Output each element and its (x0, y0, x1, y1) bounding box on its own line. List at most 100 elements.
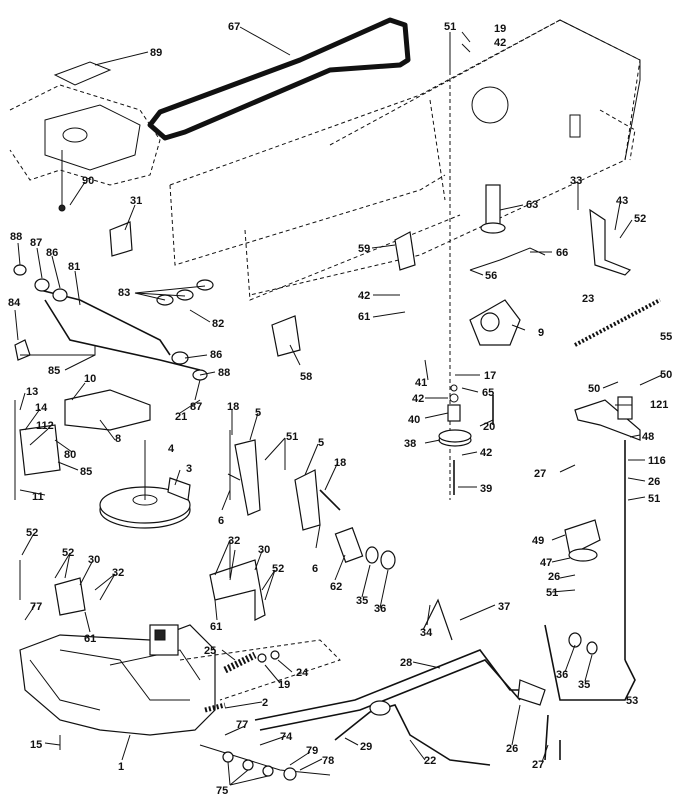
callout: 74 (280, 731, 293, 743)
callout: 112 (36, 420, 54, 432)
callout: 51 (286, 431, 298, 443)
callout: 52 (634, 213, 646, 225)
callout: 25 (204, 645, 216, 657)
callout: 61 (84, 633, 96, 645)
callout: 59 (358, 243, 370, 255)
callout: 29 (360, 741, 372, 753)
callout: 15 (30, 739, 42, 751)
callout: 26 (506, 743, 518, 755)
callout: 35 (356, 595, 368, 607)
callout: 61 (210, 621, 222, 633)
callout: 121 (650, 399, 668, 411)
callout: 85 (48, 365, 60, 377)
callout: 78 (322, 755, 334, 767)
callout: 1 (118, 761, 124, 773)
callout: 32 (112, 567, 124, 579)
callout: 67 (228, 21, 240, 33)
callout: 42 (358, 290, 370, 302)
callout: 43 (616, 195, 628, 207)
callout: 89 (150, 47, 162, 59)
callout: 37 (498, 601, 510, 613)
callout: 35 (578, 679, 590, 691)
callout: 86 (46, 247, 58, 259)
callout: 62 (330, 581, 342, 593)
center-brackets (229, 430, 396, 570)
callout: 77 (236, 719, 248, 731)
springs (204, 650, 280, 713)
callout: 58 (300, 371, 312, 383)
callout-labels: 89 67 51 19 42 90 31 63 33 43 52 88 87 8… (8, 21, 672, 797)
drive-belt (147, 17, 411, 141)
callout: 65 (482, 387, 494, 399)
callout: 14 (35, 402, 48, 414)
callout: 86 (210, 349, 222, 361)
callout: 3 (186, 463, 192, 475)
callout: 23 (582, 293, 594, 305)
callout: 27 (534, 468, 546, 480)
callout: 52 (272, 563, 284, 575)
callout: 42 (480, 447, 492, 459)
callout: 79 (306, 745, 318, 757)
callout: 61 (358, 311, 370, 323)
callout: 75 (216, 785, 228, 797)
callout: 50 (588, 383, 600, 395)
callout: 50 (660, 369, 672, 381)
callout: 42 (494, 37, 506, 49)
callout: 32 (228, 535, 240, 547)
callout: 47 (540, 557, 552, 569)
callout: 6 (218, 515, 224, 527)
callout: 11 (32, 491, 44, 503)
callout: 2 (262, 697, 268, 709)
transaxle (19, 624, 341, 750)
callout: 63 (526, 199, 538, 211)
callout: 27 (532, 759, 544, 771)
callout: 81 (68, 261, 80, 273)
callout: 116 (648, 455, 666, 467)
callout: 56 (485, 270, 497, 282)
callout: 13 (26, 386, 38, 398)
callout: 10 (84, 373, 96, 385)
callout: 84 (8, 297, 21, 309)
callout: 34 (420, 627, 433, 639)
callout: 39 (480, 483, 492, 495)
callout: 82 (212, 318, 224, 330)
callout: 49 (532, 535, 544, 547)
callout: 36 (374, 603, 386, 615)
callout: 41 (415, 377, 427, 389)
callout: 24 (296, 667, 309, 679)
clutch-stack (394, 50, 546, 500)
callout: 51 (546, 587, 558, 599)
callout: 90 (82, 175, 94, 187)
callout: 5 (318, 437, 324, 449)
callout: 30 (88, 554, 100, 566)
misc-parts (58, 150, 453, 641)
callout: 21 (175, 411, 187, 423)
callout: 87 (30, 237, 42, 249)
callout: 77 (30, 601, 42, 613)
callout: 88 (10, 231, 22, 243)
mid-brackets (19, 559, 266, 621)
callout: 52 (62, 547, 74, 559)
callout: 38 (404, 438, 416, 450)
hood-housing (9, 61, 161, 186)
callout: 31 (130, 195, 142, 207)
callout: 53 (626, 695, 638, 707)
callout: 48 (642, 431, 654, 443)
callout: 33 (570, 175, 582, 187)
callout: 66 (556, 247, 568, 259)
chassis-frame (169, 19, 641, 301)
callout: 52 (26, 527, 38, 539)
callout: 5 (255, 407, 261, 419)
callout: 28 (400, 657, 412, 669)
callout: 26 (548, 571, 560, 583)
callout: 18 (227, 401, 239, 413)
callout: 88 (218, 367, 230, 379)
left-linkage (13, 264, 201, 500)
callout: 85 (80, 466, 92, 478)
callout: 26 (648, 476, 660, 488)
callout: 8 (115, 433, 121, 445)
callout: 42 (412, 393, 424, 405)
callout: 51 (648, 493, 660, 505)
